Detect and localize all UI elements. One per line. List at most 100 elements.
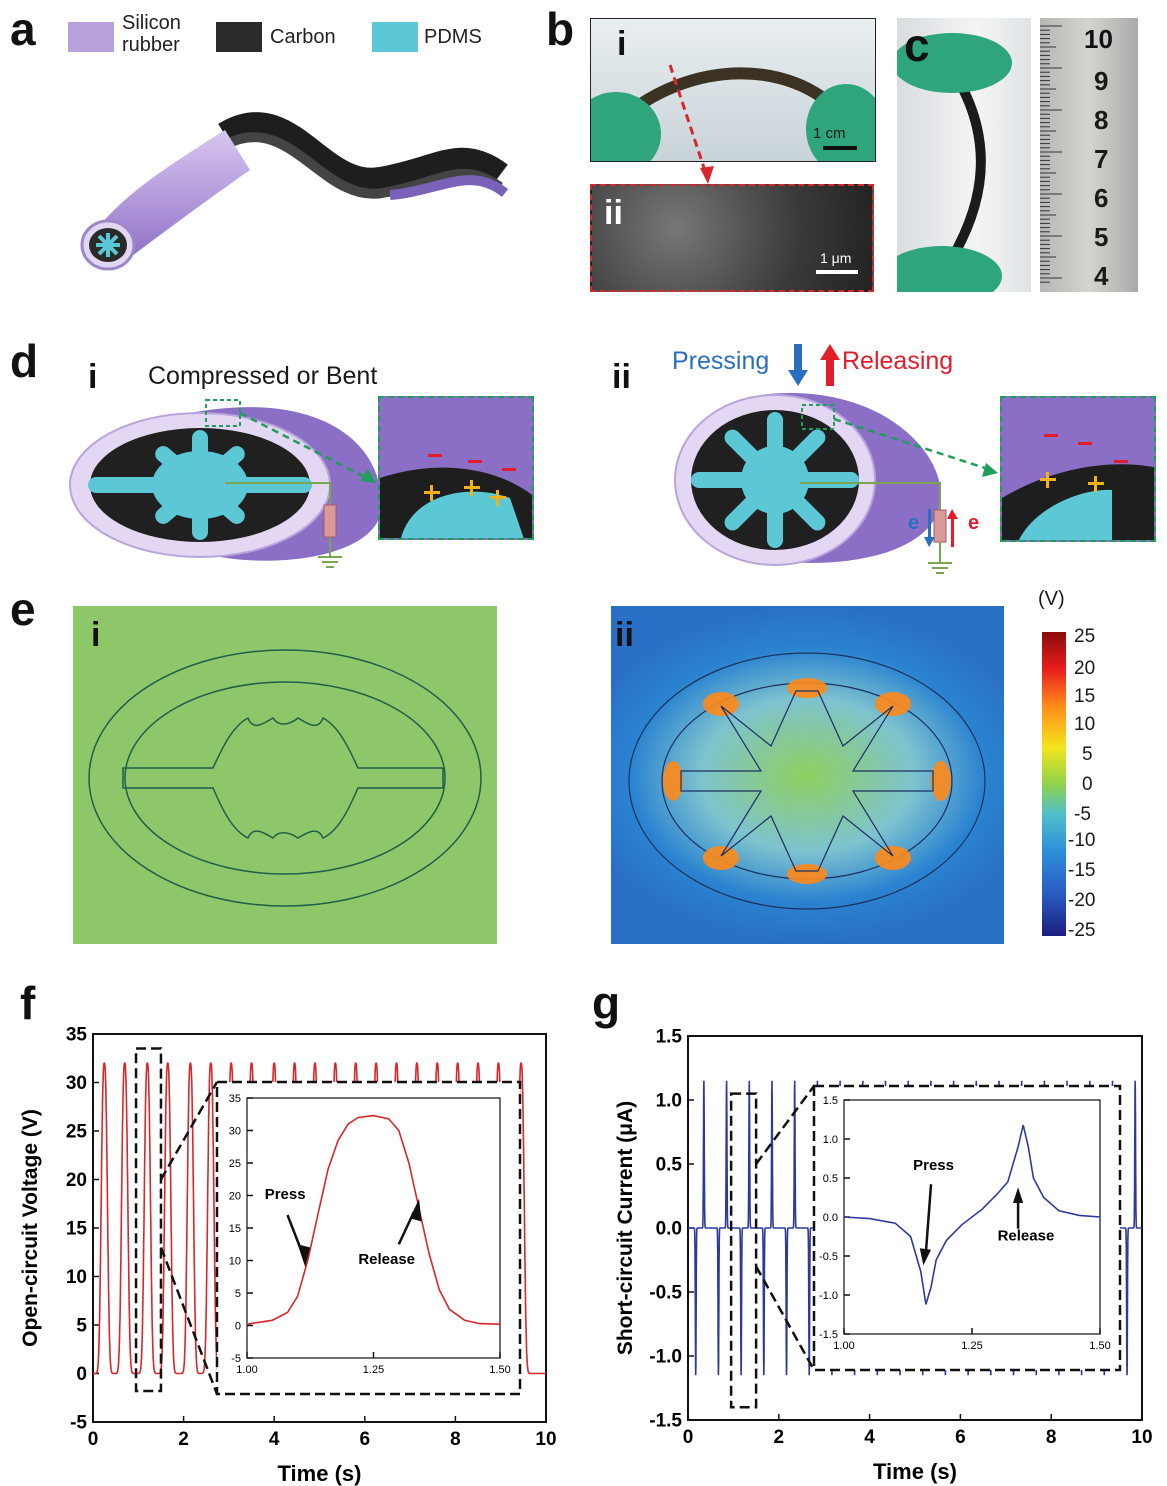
g-arrowhead-press bbox=[919, 1248, 932, 1266]
f-ylabel: Open-circuit Voltage (V) bbox=[19, 1109, 42, 1347]
f-ytick-label: 5 bbox=[76, 1316, 87, 1337]
g-arrowhead-release bbox=[1012, 1187, 1024, 1203]
sem-image: ii 1 μm bbox=[590, 184, 874, 292]
diagram-d-ii bbox=[674, 393, 998, 574]
scale-1um: 1 μm bbox=[820, 250, 852, 266]
g-ylabel: Short-circuit Current (μA) bbox=[614, 1101, 637, 1355]
zoom-box-d-ii bbox=[1000, 396, 1156, 542]
sub-label-d-i: i bbox=[88, 358, 98, 396]
ruler-label-9: 9 bbox=[1094, 66, 1109, 96]
f-arrowhead-release bbox=[409, 1198, 422, 1222]
g-zoom-line-bottom bbox=[755, 1265, 816, 1371]
label-releasing: Releasing bbox=[842, 347, 954, 375]
panel-label-b: b bbox=[546, 3, 575, 55]
g-xtick-label: 10 bbox=[1131, 1427, 1152, 1448]
g-inset-ytick-label: -0.5 bbox=[819, 1251, 838, 1263]
zoom-arrow-b bbox=[668, 64, 714, 184]
f-inset-ytick-label: 10 bbox=[229, 1255, 241, 1267]
f-inset-ytick-label: 0 bbox=[235, 1320, 241, 1332]
g-ytick-label: 1.0 bbox=[656, 1091, 682, 1112]
f-annot-release: Release bbox=[358, 1251, 415, 1268]
g-annot-press: Press bbox=[913, 1157, 954, 1174]
g-inset-ytick-label: 0.0 bbox=[823, 1212, 838, 1224]
legend-silicon: Silicon rubber bbox=[122, 12, 181, 56]
ruler-label-4: 4 bbox=[1094, 261, 1109, 291]
photo-fiber-ruler bbox=[897, 18, 1031, 292]
f-ytick-label: 25 bbox=[66, 1122, 88, 1143]
fiber-illustration bbox=[80, 112, 509, 271]
sub-label-b-ii: ii bbox=[604, 194, 623, 232]
f-xtick-label: 2 bbox=[178, 1429, 189, 1450]
cb-tick-m25: -25 bbox=[1068, 920, 1096, 941]
g-ytick-label: 0.0 bbox=[656, 1219, 682, 1240]
f-ytick-label: 35 bbox=[66, 1025, 88, 1046]
f-xtick-label: 8 bbox=[450, 1429, 461, 1450]
g-xlabel: Time (s) bbox=[873, 1459, 957, 1484]
electron-label-left: e bbox=[908, 512, 920, 534]
f-ytick-label: 20 bbox=[66, 1170, 87, 1191]
f-xlabel: Time (s) bbox=[278, 1461, 362, 1486]
f-xtick-label: 10 bbox=[535, 1429, 556, 1450]
panel-label-a: a bbox=[10, 3, 36, 55]
f-ytick-label: -5 bbox=[70, 1413, 87, 1434]
ruler-label-5: 5 bbox=[1094, 222, 1109, 252]
cb-tick-15: 15 bbox=[1074, 686, 1096, 707]
cb-tick-m20: -20 bbox=[1068, 890, 1096, 911]
g-inset-line bbox=[843, 1124, 1101, 1305]
panel-label-c: c bbox=[904, 19, 930, 71]
cb-tick-20: 20 bbox=[1074, 658, 1096, 679]
cb-tick-5: 5 bbox=[1082, 744, 1093, 765]
g-inset-ytick-label: 1.5 bbox=[823, 1095, 838, 1107]
cb-tick-0: 0 bbox=[1082, 774, 1093, 795]
f-inset-ytick-label: 30 bbox=[229, 1125, 241, 1137]
panel-label-e: e bbox=[10, 583, 36, 635]
colorbar-unit: (V) bbox=[1038, 588, 1065, 610]
label-pressing: Pressing bbox=[672, 347, 770, 375]
ruler-label-10: 10 bbox=[1084, 24, 1113, 54]
colorbar-ticks: 25 20 15 10 5 0 -5 -10 -15 -20 -25 bbox=[1068, 626, 1134, 941]
g-zoom-line-top bbox=[755, 1085, 816, 1165]
g-inset-ytick-label: -1.0 bbox=[819, 1290, 838, 1302]
cb-tick-m10: -10 bbox=[1068, 830, 1096, 851]
f-inset-ytick-label: 35 bbox=[229, 1093, 241, 1105]
f-inset-ytick-label: 25 bbox=[229, 1158, 241, 1170]
g-inset-xtick-label: 1.00 bbox=[833, 1340, 854, 1352]
f-zoom-line-top bbox=[159, 1081, 219, 1181]
scale-1cm: 1 cm bbox=[813, 125, 846, 142]
diagram-d-i bbox=[69, 399, 381, 568]
g-xtick-label: 8 bbox=[1046, 1427, 1057, 1448]
ruler-label-7: 7 bbox=[1094, 144, 1109, 174]
g-inset-ytick-label: 0.5 bbox=[823, 1173, 838, 1185]
sub-label-b-i: i bbox=[617, 25, 627, 63]
ruler-label-6: 6 bbox=[1094, 183, 1109, 213]
f-ytick-label: 15 bbox=[66, 1219, 88, 1240]
f-annot-press: Press bbox=[265, 1186, 306, 1203]
ruler: 10 9 8 7 6 5 4 bbox=[1040, 18, 1138, 292]
g-ytick-label: -1.5 bbox=[649, 1411, 682, 1432]
photo-fiber-bent: i 1 cm bbox=[590, 18, 876, 162]
sub-label-d-ii: ii bbox=[612, 358, 631, 396]
panel-label-f: f bbox=[20, 977, 36, 1029]
g-xtick-label: 4 bbox=[864, 1427, 875, 1448]
f-xtick-label: 6 bbox=[360, 1429, 371, 1450]
g-ytick-label: -1.0 bbox=[649, 1347, 682, 1368]
caption-compressed: Compressed or Bent bbox=[148, 362, 378, 390]
legend-carbon: Carbon bbox=[270, 26, 336, 48]
g-ytick-label: 1.5 bbox=[656, 1027, 683, 1048]
press-release-arrows bbox=[788, 344, 840, 386]
sub-label-e-ii: ii bbox=[615, 616, 634, 654]
g-arrow-press bbox=[924, 1184, 933, 1253]
g-xtick-label: 0 bbox=[683, 1427, 694, 1448]
f-zoom-box bbox=[134, 1047, 163, 1393]
cb-tick-m15: -15 bbox=[1068, 860, 1096, 881]
f-arrowhead-press bbox=[297, 1244, 311, 1267]
g-inset-xtick-label: 1.50 bbox=[1089, 1340, 1110, 1352]
cb-tick-10: 10 bbox=[1074, 714, 1096, 735]
electron-label-right: e bbox=[968, 512, 980, 534]
f-ytick-label: 30 bbox=[66, 1073, 87, 1094]
f-zoom-line-bottom bbox=[159, 1246, 219, 1395]
g-annot-release: Release bbox=[998, 1227, 1055, 1244]
cb-tick-25: 25 bbox=[1074, 626, 1096, 647]
